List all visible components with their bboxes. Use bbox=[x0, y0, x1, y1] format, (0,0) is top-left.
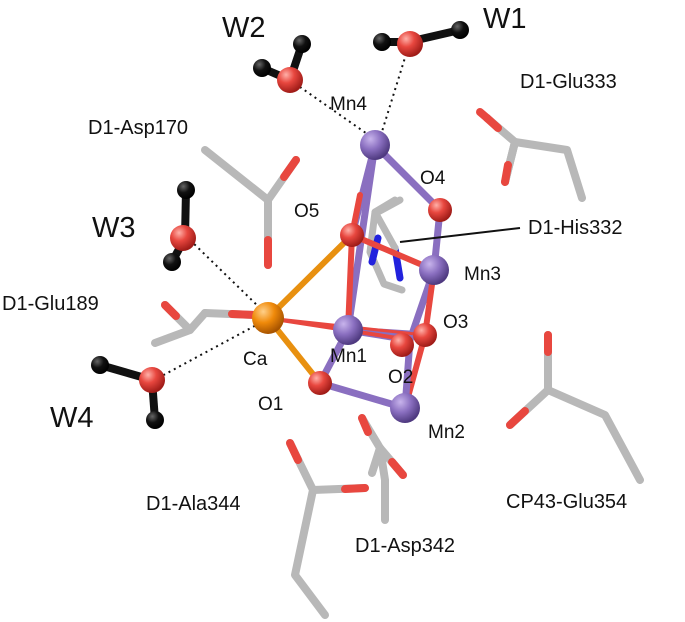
label-ca: Ca bbox=[243, 349, 268, 370]
cluster-bonds bbox=[265, 141, 444, 412]
label-asp342: D1-Asp342 bbox=[355, 535, 455, 557]
hydrogen-bonds bbox=[157, 47, 409, 379]
label-o1: O1 bbox=[258, 394, 283, 415]
his332-stick bbox=[366, 196, 406, 294]
his332-leader-line bbox=[399, 227, 521, 243]
label-w2: W2 bbox=[222, 12, 266, 44]
hbond-w3-ca bbox=[189, 239, 263, 311]
water-w4 bbox=[91, 356, 165, 429]
water-w1 bbox=[373, 21, 469, 57]
atom-o1 bbox=[308, 371, 332, 395]
atom-mn2 bbox=[390, 393, 420, 423]
label-ala344: D1-Ala344 bbox=[146, 493, 241, 515]
label-mn4: Mn4 bbox=[330, 94, 367, 115]
asp342-stick bbox=[358, 414, 407, 524]
atom-ca bbox=[252, 302, 284, 334]
ala344-stick bbox=[286, 439, 369, 619]
label-w4: W4 bbox=[50, 402, 94, 434]
label-mn3: Mn3 bbox=[464, 264, 501, 285]
atom-mn3 bbox=[419, 255, 449, 285]
glu333-stick bbox=[476, 108, 586, 202]
glu189-stick bbox=[151, 301, 259, 347]
hbond-w2-mn4 bbox=[289, 79, 374, 139]
atom-mn4 bbox=[360, 130, 390, 160]
glu354-stick bbox=[506, 331, 644, 484]
atom-o5 bbox=[340, 223, 364, 247]
hbond-w4-ca bbox=[157, 321, 263, 379]
label-glu333: D1-Glu333 bbox=[520, 71, 617, 93]
asp170-stick bbox=[201, 146, 300, 269]
label-o2: O2 bbox=[388, 367, 413, 388]
residue-sticks bbox=[151, 108, 644, 619]
atom-o4 bbox=[428, 198, 452, 222]
label-o4: O4 bbox=[420, 168, 446, 189]
water-w3 bbox=[163, 181, 196, 271]
cluster-atoms bbox=[252, 130, 452, 423]
atom-o3 bbox=[413, 323, 437, 347]
label-glu354: CP43-Glu354 bbox=[506, 491, 627, 513]
label-mn2: Mn2 bbox=[428, 422, 465, 443]
water-molecules bbox=[91, 21, 469, 429]
label-asp170: D1-Asp170 bbox=[88, 117, 188, 139]
water-w2 bbox=[253, 35, 311, 93]
label-glu189: D1-Glu189 bbox=[2, 293, 99, 315]
label-mn1: Mn1 bbox=[330, 346, 367, 367]
atom-o2 bbox=[390, 333, 414, 357]
label-his332: D1-His332 bbox=[528, 217, 622, 239]
label-w3: W3 bbox=[92, 212, 136, 244]
hbond-w1-mn4 bbox=[379, 47, 409, 139]
atom-mn1 bbox=[333, 315, 363, 345]
labels: W1 W2 W3 W4 Mn4 O4 O5 Mn3 O3 Ca Mn1 O2 O… bbox=[2, 3, 627, 557]
label-o3: O3 bbox=[443, 312, 468, 333]
label-o5: O5 bbox=[294, 201, 319, 222]
label-w1: W1 bbox=[483, 3, 527, 35]
